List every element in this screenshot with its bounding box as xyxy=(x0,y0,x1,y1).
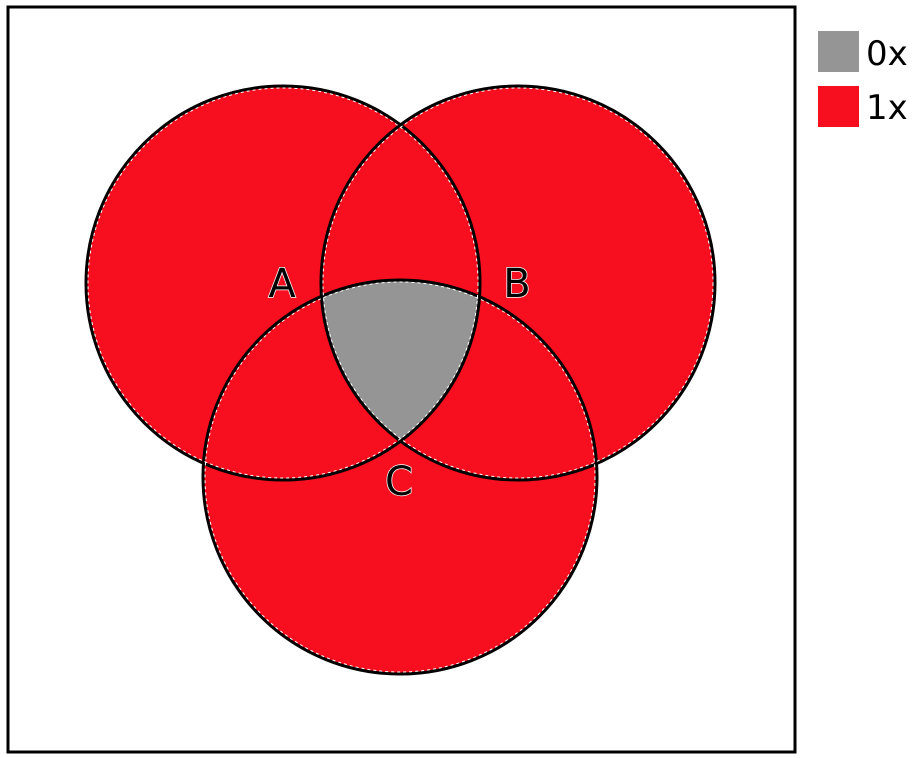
legend: 0x 1x xyxy=(818,31,908,128)
circle-c-outline xyxy=(201,278,599,676)
circle-b-outline xyxy=(319,84,717,482)
set-label-b: B xyxy=(503,261,530,307)
legend-swatch-0x xyxy=(818,31,859,72)
legend-label-1x: 1x xyxy=(866,88,908,128)
circle-outlines xyxy=(84,84,717,676)
legend-label-0x: 0x xyxy=(866,34,908,74)
circle-a-dash xyxy=(87,87,479,479)
set-label-a: A xyxy=(268,261,296,307)
circle-inner-dash xyxy=(87,87,714,673)
set-label-c: C xyxy=(385,459,413,505)
circle-a-outline xyxy=(84,84,482,482)
circle-c-dash xyxy=(204,281,596,673)
circle-c-fill xyxy=(203,280,597,674)
legend-swatch-1x xyxy=(818,86,859,127)
circle-b-dash xyxy=(322,87,714,479)
